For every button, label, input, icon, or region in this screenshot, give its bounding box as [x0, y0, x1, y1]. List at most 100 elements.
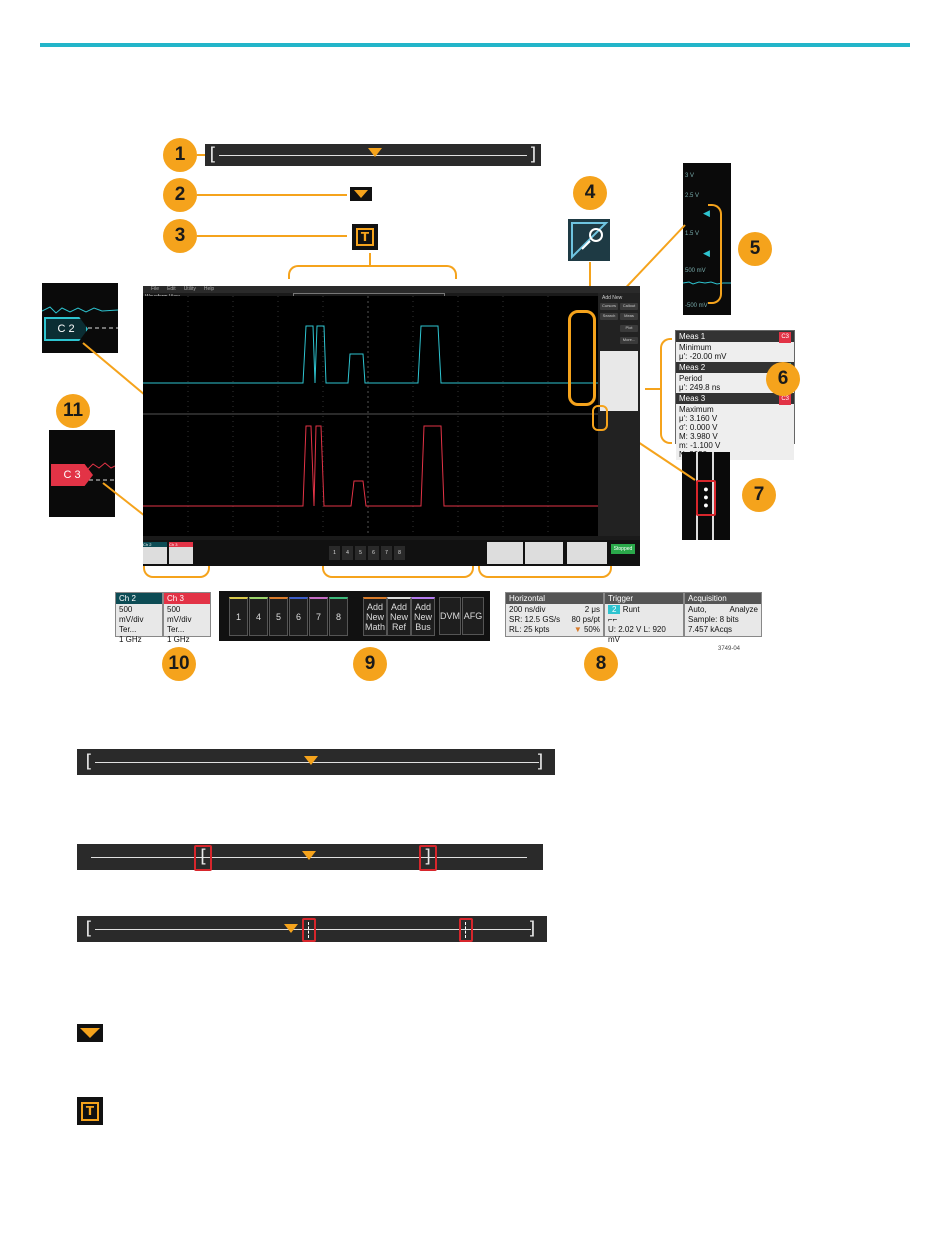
ch7-button[interactable]: 7 [309, 597, 328, 636]
callout-2: 2 [163, 178, 197, 212]
ch4-button[interactable]: 4 [249, 597, 268, 636]
expansion-point-icon-large [77, 1024, 103, 1042]
ch3-trace-inset [86, 462, 116, 481]
callout-8-brace [478, 566, 612, 578]
callout-button[interactable]: Callout [620, 303, 638, 310]
ch5-button[interactable]: 5 [269, 597, 288, 636]
trigger-position-icon[interactable] [284, 924, 298, 933]
trigger-position-icon[interactable] [302, 851, 316, 860]
results-side-panel: Add New Cursors Callout Search Meas Plot… [598, 293, 640, 536]
ref-7-button[interactable]: 7 [381, 546, 392, 560]
ch2-trace-inset-left [41, 306, 119, 329]
callout-1-line [197, 154, 207, 156]
callout-10: 10 [162, 647, 196, 681]
cursor-2-highlight[interactable] [459, 918, 473, 942]
cursor-1-highlight[interactable] [302, 918, 316, 942]
scroll-handle[interactable]: ●●● [696, 480, 716, 516]
expansion-point-icon-box [350, 187, 372, 201]
menu-help[interactable]: Help [203, 286, 215, 292]
search-button[interactable]: Search [600, 313, 618, 320]
dvm-button[interactable]: DVM [439, 597, 461, 635]
callout-5: 5 [738, 232, 772, 266]
drag-dots-icon: ●●● [703, 484, 709, 510]
scroll-track [712, 452, 714, 540]
record-view-strip-1[interactable]: [ ] [205, 144, 541, 166]
ref-4-button[interactable]: 4 [342, 546, 353, 560]
meas-3-source-badge: C3 [779, 394, 791, 405]
callout-top-brace-line [369, 253, 371, 266]
callout-9-brace [322, 566, 474, 578]
callout-4-line [589, 262, 591, 290]
callout-1: 1 [163, 138, 197, 172]
add-new-ref-button[interactable]: Add New Ref [387, 597, 411, 636]
ref-5-button[interactable]: 5 [355, 546, 366, 560]
scroll-handle-inset: ●●● [682, 452, 730, 540]
add-new-math-button[interactable]: Add New Math [363, 597, 387, 636]
menu-utility[interactable]: Utility [183, 286, 196, 292]
right-bracket: ] [527, 918, 538, 939]
record-view-example-3[interactable]: [ ] [77, 916, 547, 942]
ch2-handle-badge[interactable]: C 2 [44, 317, 88, 341]
right-bracket: ] [528, 144, 539, 165]
callout-4: 4 [573, 176, 607, 210]
callout-5-brace [708, 204, 722, 304]
afg-button[interactable]: AFG [462, 597, 484, 635]
cursors-button[interactable]: Cursors [600, 303, 618, 310]
menu-edit[interactable]: Edit [167, 286, 176, 292]
record-view-example-1[interactable]: [ ] [77, 749, 555, 775]
acquisition-badge[interactable]: Acquisition Auto,Analyze Sample: 8 bits … [684, 592, 762, 637]
callout-6: 6 [766, 362, 800, 396]
trigger-mini-badge[interactable] [525, 542, 563, 564]
scale-arrow-icon: ◀ [703, 248, 710, 258]
callout-ch2-leader [82, 342, 146, 396]
plot-button[interactable]: Plot [620, 325, 638, 332]
trigger-position-icon[interactable] [304, 756, 318, 765]
header-accent-bar [40, 43, 910, 47]
badge-collapse-icon [571, 222, 609, 260]
callout-2-line [197, 194, 347, 196]
callout-8: 8 [584, 647, 618, 681]
trigger-position-icon[interactable] [368, 148, 382, 157]
runt-pulse-icon: ⌐⌐ [608, 615, 618, 624]
trigger-source-badge: 2 [608, 605, 621, 614]
trigger-badge[interactable]: Trigger 2 Runt ⌐⌐ U: 2.02 V L: 920 mV [604, 592, 684, 644]
callout-ch3-leader [102, 482, 146, 517]
zoom-left-bracket-highlight[interactable]: [ [194, 845, 212, 871]
ch3-handle-badge[interactable]: C 3 [51, 464, 93, 486]
scale-label: 2.5 V [685, 193, 700, 199]
add-new-bus-button[interactable]: Add New Bus [411, 597, 435, 636]
meas-button[interactable]: Meas [620, 313, 638, 320]
waveform-graticule[interactable] [143, 296, 598, 536]
ref-8-button[interactable]: 8 [394, 546, 405, 560]
menu-file[interactable]: File [151, 286, 160, 292]
meas-badges-small [600, 351, 638, 411]
horizontal-mini-badge[interactable] [487, 542, 523, 564]
scroll-highlight [592, 405, 608, 431]
figure-id: 3749-04 [718, 646, 741, 652]
more-button[interactable]: More... [620, 337, 638, 344]
vertical-scale-inset: 3 V 2.5 V 1.5 V 500 mV -500 mV ◀ ◀ [683, 163, 731, 315]
ch8-button[interactable]: 8 [329, 597, 348, 636]
side-badge-icon [568, 219, 610, 261]
ref-1-button[interactable]: 1 [329, 546, 340, 560]
ch3-tab[interactable]: Ch 3 [169, 542, 193, 564]
ch2-tab[interactable]: Ch 2 [143, 542, 167, 564]
callout-9: 9 [353, 647, 387, 681]
ch6-button[interactable]: 6 [289, 597, 308, 636]
ch1-button[interactable]: 1 [229, 597, 248, 636]
acquisition-mini-badge[interactable] [567, 542, 607, 564]
ch2-badge-inset: C 2 [41, 283, 119, 353]
trigger-t-icon-large: T [77, 1097, 103, 1125]
record-view-example-2[interactable]: [ ] [77, 844, 543, 871]
callout-7: 7 [742, 478, 776, 512]
ref-6-button[interactable]: 6 [368, 546, 379, 560]
run-stop-button[interactable]: Stopped [611, 544, 635, 554]
trigger-pos-icon: ▼ [573, 625, 582, 634]
zoom-right-bracket-highlight[interactable]: ] [419, 845, 437, 871]
